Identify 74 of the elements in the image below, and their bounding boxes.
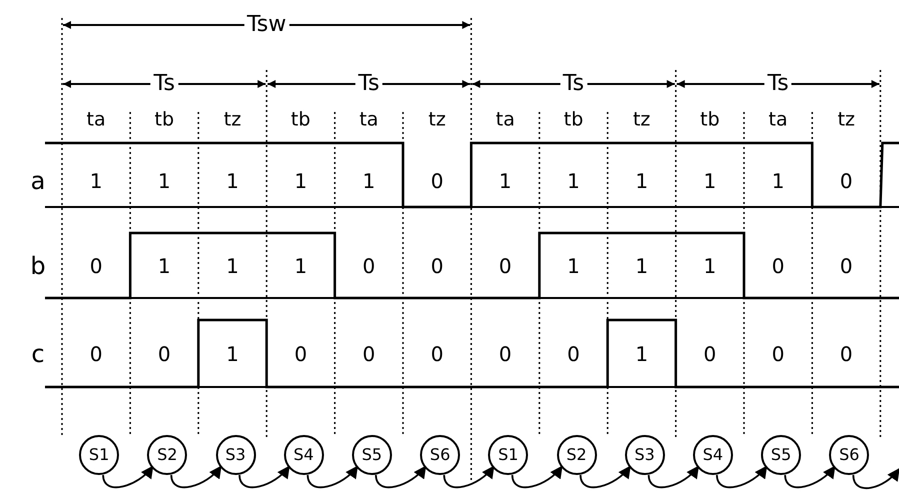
bit-value: 1 [293, 256, 308, 276]
arrow [306, 466, 358, 488]
arrow [170, 466, 222, 488]
bit-value: 0 [88, 344, 104, 364]
arrow [511, 466, 563, 488]
arrow [648, 466, 700, 488]
arrow [375, 466, 426, 488]
bit-value: 0 [498, 344, 513, 364]
bit-value: 0 [770, 256, 786, 276]
signal-name: c [30, 342, 46, 366]
interval-label: tb [699, 110, 721, 130]
bit-value: 1 [225, 256, 240, 276]
interval-label: ta [86, 110, 107, 130]
bit-value: 0 [702, 344, 718, 364]
bit-value: 0 [838, 344, 854, 364]
bit-value: 1 [770, 171, 786, 191]
state-circle: S2 [556, 435, 596, 475]
bit-value: 1 [498, 171, 513, 191]
signal-name: b [29, 254, 47, 278]
bit-value: 0 [498, 256, 513, 276]
state-circle: S1 [79, 435, 120, 475]
bit-value: 0 [156, 344, 172, 364]
interval-label: tb [290, 110, 312, 130]
interval-label: ta [358, 110, 380, 130]
interval-label: tz [427, 110, 447, 130]
bit-value: 0 [566, 344, 581, 364]
interval-label: tz [222, 110, 242, 130]
interval-label: ta [768, 110, 789, 130]
interval-label: tz [836, 110, 856, 130]
state-circle: S6 [420, 435, 460, 475]
bit-value: 1 [634, 256, 650, 276]
bit-value: 1 [156, 171, 172, 191]
bit-value: 1 [362, 171, 376, 191]
interval-label: ta [494, 110, 516, 130]
state-circle: S4 [692, 435, 733, 475]
bit-value: 1 [702, 171, 718, 191]
state-circle: S4 [284, 435, 324, 475]
bit-value: 0 [362, 344, 376, 364]
arrow [443, 466, 494, 488]
bit-value: 1 [293, 171, 308, 191]
state-circle: S2 [147, 435, 188, 475]
state-circle: S5 [352, 435, 392, 475]
bit-value: 0 [430, 344, 444, 364]
bit-value: 0 [770, 344, 786, 364]
bit-value: 1 [634, 344, 650, 364]
arrow [580, 466, 631, 488]
state-circle: S6 [829, 435, 870, 475]
bit-value: 0 [430, 171, 444, 191]
state-circle: S1 [488, 435, 528, 475]
bit-value: 1 [88, 171, 104, 191]
bit-value: 1 [225, 171, 240, 191]
bit-value: 1 [566, 256, 581, 276]
bit-value: 0 [430, 256, 444, 276]
bit-value: 0 [88, 256, 104, 276]
interval-label: tb [154, 110, 176, 130]
state-circle: S3 [624, 435, 665, 475]
bit-value: 0 [293, 344, 308, 364]
bit-value: 1 [225, 344, 240, 364]
arrow [716, 466, 768, 488]
bit-value: 1 [702, 256, 718, 276]
interval-label: tb [562, 110, 584, 130]
bit-value: 1 [634, 171, 650, 191]
bit-value: 1 [566, 171, 581, 191]
interval-label: tz [632, 110, 652, 130]
state-circle: S5 [761, 435, 802, 475]
arrow [784, 466, 836, 488]
bit-value: 0 [362, 256, 376, 276]
bit-value: 0 [838, 171, 854, 191]
signal-name: a [30, 169, 46, 193]
state-circle: S3 [216, 435, 256, 475]
bit-value: 0 [838, 256, 854, 276]
arrow [852, 468, 899, 490]
bit-value: 1 [156, 256, 172, 276]
arrow [238, 466, 290, 488]
